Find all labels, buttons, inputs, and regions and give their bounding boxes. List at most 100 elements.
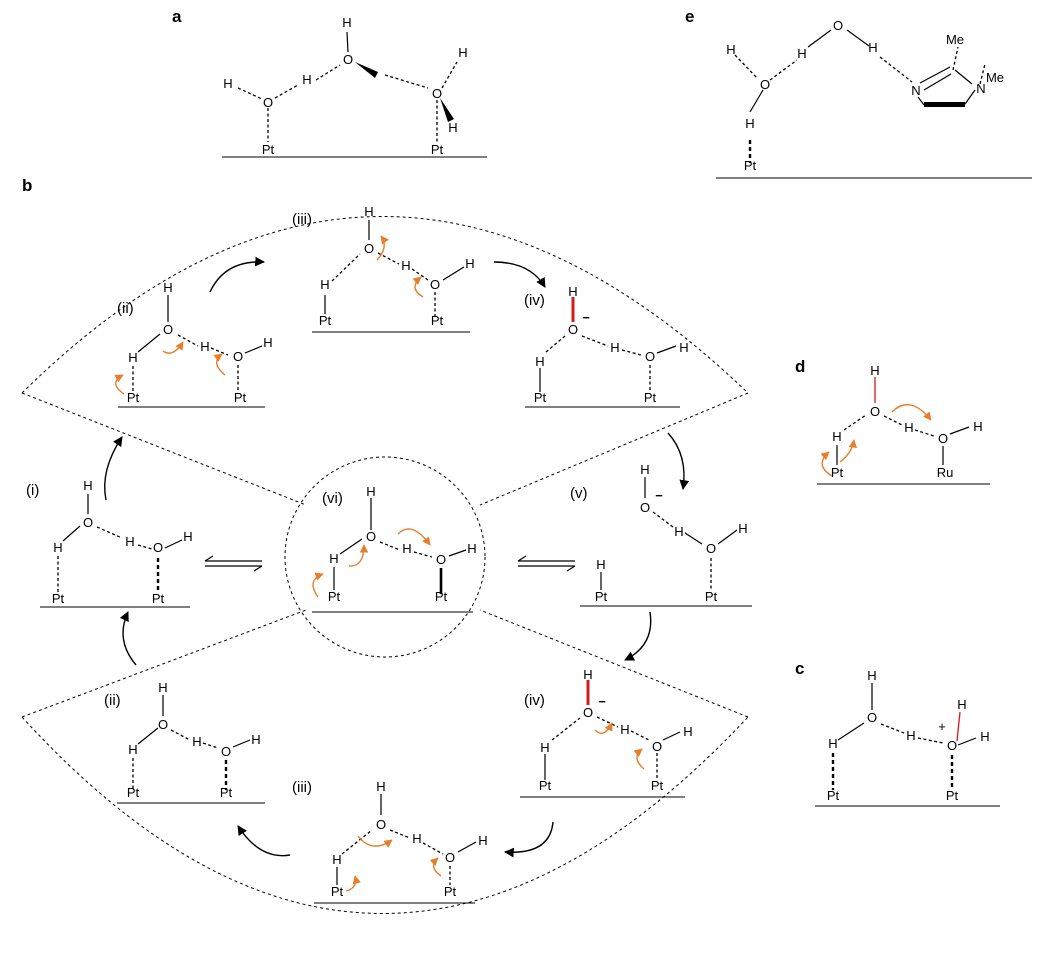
hydrogen-atom: H — [726, 42, 735, 57]
oxygen-atom: O — [867, 710, 877, 725]
stage-label-ii-top: (ii) — [117, 300, 134, 317]
platinum-label: Pt — [431, 142, 444, 157]
panel-label-c: c — [795, 659, 804, 678]
oxygen-atom: O — [343, 52, 353, 67]
negative-charge: − — [655, 488, 663, 503]
oxygen-atom: O — [366, 529, 376, 544]
platinum-label: Pt — [444, 884, 457, 899]
hydrogen-atom: H — [828, 736, 837, 751]
oxygen-atom: O — [583, 705, 593, 720]
hydrogen-atom: H — [128, 742, 137, 757]
hydrogen-atom: H — [263, 335, 272, 350]
oxygen-atom: O — [938, 431, 948, 446]
platinum-label: Pt — [152, 591, 165, 606]
hydrogen-atom: H — [540, 740, 549, 755]
stage-label-iii-bottom: (iii) — [292, 779, 312, 796]
platinum-label: Pt — [644, 390, 657, 405]
platinum-label: Pt — [328, 589, 341, 604]
hydrogen-atom: H — [412, 831, 421, 846]
stage-label-i: (i) — [26, 482, 39, 499]
hydrogen-atom: H — [458, 45, 467, 60]
hydrogen-atom: H — [620, 722, 629, 737]
platinum-label: Pt — [534, 390, 547, 405]
hydrogen-atom: H — [568, 284, 577, 299]
hydrogen-atom: H — [329, 551, 338, 566]
upper-region-outline — [21, 216, 749, 506]
hydrogen-atom: H — [251, 732, 260, 747]
hydrogen-atom: H — [906, 728, 915, 743]
oxygen-atom: O — [263, 95, 273, 110]
hydrogen-atom: H — [200, 339, 209, 354]
equilibrium-arrow-left — [204, 555, 263, 572]
platinum-label: Pt — [831, 465, 844, 480]
oxygen-atom: O — [445, 850, 455, 865]
hydrogen-atom: H — [192, 734, 201, 749]
panel-label-a: a — [172, 7, 182, 26]
hydrogen-atom: H — [535, 354, 544, 369]
platinum-label: Pt — [827, 788, 840, 803]
hydrogen-atom: H — [683, 724, 692, 739]
stage-label-iii-top: (iii) — [292, 211, 312, 228]
hydrogen-atom: H — [402, 541, 411, 556]
hydrogen-atom: H — [797, 46, 806, 61]
panel-label-e: e — [685, 7, 694, 26]
panel-label-b: b — [22, 176, 32, 195]
hydrogen-atom: H — [832, 429, 841, 444]
hydrogen-atom: H — [583, 667, 592, 682]
platinum-label: Pt — [705, 589, 718, 604]
stage-label-iv-bottom: (iv) — [524, 692, 545, 709]
platinum-label: Pt — [262, 142, 275, 157]
hydrogen-atom: H — [223, 76, 232, 91]
hydrogen-atom: H — [957, 697, 966, 712]
positive-charge: + — [938, 719, 946, 734]
platinum-label: Pt — [127, 390, 140, 405]
arrow-iii-to-ii-bottom — [237, 825, 291, 857]
hydrogen-atom: H — [640, 462, 649, 477]
oxygen-atom: O — [652, 739, 662, 754]
oxygen-atom: O — [640, 500, 650, 515]
oxygen-atom: O — [645, 349, 655, 364]
oxygen-atom: O — [376, 817, 386, 832]
methyl-group: Me — [986, 70, 1004, 85]
platinum-label: Pt — [52, 591, 65, 606]
arrow-ii-to-iii-top — [209, 256, 265, 293]
arrow-i-to-ii — [104, 436, 123, 501]
hydrogen-atom: H — [342, 15, 351, 30]
hydrogen-atom: H — [128, 350, 137, 365]
oxygen-atom: O — [83, 515, 93, 530]
hydrogen-atom: H — [745, 116, 754, 131]
hydrogen-atom: H — [465, 256, 474, 271]
hydrogen-atom: H — [467, 541, 476, 556]
oxygen-atom: O — [870, 404, 880, 419]
central-region-outline — [284, 456, 486, 658]
arrow-ii-to-i-bottom — [119, 611, 137, 666]
platinum-label: Pt — [220, 785, 233, 800]
stage-label-ii-bottom: (ii) — [104, 692, 121, 709]
oxygen-atom: O — [364, 241, 374, 256]
hydrogen-atom: H — [183, 529, 192, 544]
lower-region-outline — [21, 609, 749, 914]
arrow-iv-to-iii-bottom — [504, 821, 554, 858]
negative-charge: − — [598, 694, 606, 709]
hydrogen-atom: H — [163, 280, 172, 295]
bonds-layer — [40, 29, 1032, 904]
oxygen-atom: O — [233, 349, 243, 364]
platinum-label: Pt — [234, 390, 247, 405]
platinum-label: Pt — [127, 785, 140, 800]
hydrogen-atom: H — [674, 524, 683, 539]
platinum-label: Pt — [651, 778, 664, 793]
hydrogen-atom: H — [867, 668, 876, 683]
oxygen-atom: O — [706, 541, 716, 556]
hydrogen-atom: H — [53, 540, 62, 555]
oxygen-atom: O — [947, 738, 957, 753]
arrow-v-to-iv-bottom — [624, 611, 652, 661]
hydrogen-atom: H — [332, 852, 341, 867]
oxygen-atom: O — [158, 717, 168, 732]
stage-label-v: (v) — [570, 485, 588, 502]
methyl-group: Me — [946, 32, 964, 47]
nitrogen-atom: N — [911, 83, 920, 98]
hydrogen-atom: H — [478, 833, 487, 848]
electron-arrows — [114, 235, 932, 892]
